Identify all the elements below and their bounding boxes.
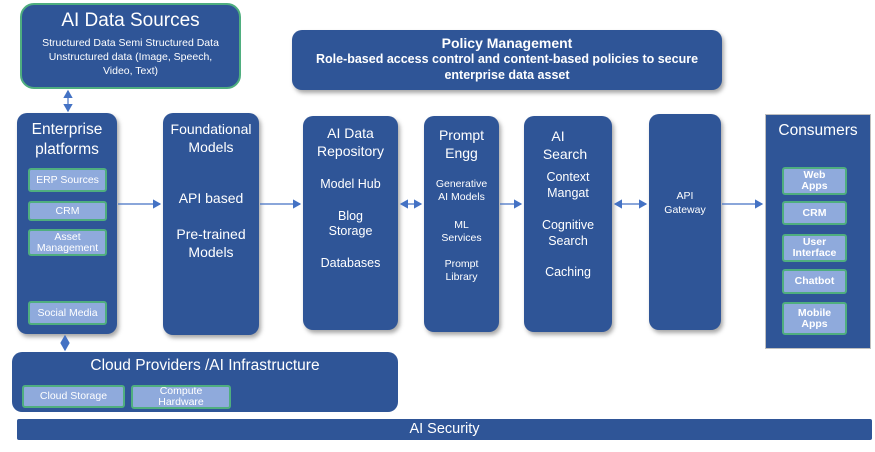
ai-data-sources-line3: Video, Text) <box>102 65 159 77</box>
ai-data-repository-title-2: Repository <box>317 143 384 159</box>
blog-storage-label-1: Blog <box>337 209 364 223</box>
pretrained-label-1: Pre-trained <box>176 226 246 242</box>
social-media-pill: Social Media <box>28 301 107 325</box>
cognitive-search-label-1: Cognitive <box>541 218 595 232</box>
enterprise-platforms-title-1: Enterprise <box>31 121 103 138</box>
web-apps-label-2: Apps <box>801 180 828 192</box>
cognitive-search-label-2: Search <box>548 234 588 248</box>
api-gateway-label-2: Gateway <box>664 204 706 216</box>
compute-hardware-pill: Compute Hardware <box>131 385 231 409</box>
policy-management-title: Policy Management <box>441 35 573 51</box>
ai-data-sources-line2: Unstructured data (Image, Speech, <box>48 51 213 63</box>
mobile-apps-label-2: Apps <box>801 317 828 330</box>
prompt-library-label-1: Prompt <box>444 258 479 270</box>
chatbot-pill: Chatbot <box>782 269 847 294</box>
ai-search-title-2: Search <box>542 146 588 162</box>
foundational-models-title-1: Foundational <box>170 121 252 137</box>
api-gateway-label-1: API <box>676 190 694 202</box>
blog-storage-label-2: Storage <box>328 224 373 238</box>
foundational-models-title-2: Models <box>188 139 234 155</box>
ai-data-sources-title: AI Data Sources <box>61 10 200 31</box>
ml-services-label-1: ML <box>454 219 469 231</box>
foundational-models-box: Foundational Models API based Pre-traine… <box>163 113 259 335</box>
compute-hardware-label-1: Compute <box>159 385 203 397</box>
mobile-apps-label-1: Mobile <box>797 306 832 319</box>
cloud-providers-title: Cloud Providers /AI Infrastructure <box>90 357 320 374</box>
ai-security-title: AI Security <box>409 421 480 437</box>
ai-data-sources-line1: Structured Data Semi Structured Data <box>42 37 219 49</box>
enterprise-platforms-title-2: platforms <box>35 141 99 158</box>
mobile-apps-pill: Mobile Apps <box>782 302 847 335</box>
prompt-engg-title-1: Prompt <box>438 127 485 143</box>
web-apps-pill: Web Apps <box>782 167 847 195</box>
enterprise-platforms-box: Enterprise platforms <box>17 113 117 334</box>
pretrained-label-2: Models <box>188 244 234 260</box>
crm-pill: CRM <box>28 201 107 221</box>
context-mangat-label-2: Mangat <box>547 186 589 200</box>
web-apps-label-1: Web <box>803 169 826 181</box>
consumers-title: Consumers <box>778 122 858 139</box>
ai-data-repository-box: AI Data Repository Model Hub Blog Storag… <box>303 116 398 330</box>
ai-search-box: AI Search Context Mangat Cognitive Searc… <box>524 116 612 332</box>
compute-hardware-label-2: Hardware <box>158 396 204 408</box>
generative-ai-models-label-2: AI Models <box>438 191 485 203</box>
prompt-engg-box: Prompt Engg Generative AI Models ML Serv… <box>424 116 499 332</box>
cloud-storage-pill: Cloud Storage <box>22 385 125 408</box>
model-hub-label: Model Hub <box>320 177 381 191</box>
ai-search-title-1: AI <box>551 128 565 144</box>
databases-label: Databases <box>320 256 381 270</box>
api-gateway-box: API Gateway <box>649 114 721 330</box>
caching-label: Caching <box>545 265 591 279</box>
erp-sources-pill: ERP Sources <box>28 168 107 192</box>
ai-data-sources-box: AI Data Sources Structured Data Semi Str… <box>20 3 241 89</box>
ml-services-label-2: Services <box>441 232 482 244</box>
prompt-engg-title-2: Engg <box>445 145 478 161</box>
user-interface-pill: User Interface <box>782 234 847 262</box>
ai-data-repository-title-1: AI Data <box>327 125 374 141</box>
chatbot-label: Chatbot <box>794 275 835 287</box>
user-interface-label-2: Interface <box>792 247 837 259</box>
consumer-crm-pill: CRM <box>782 201 847 225</box>
user-interface-label-1: User <box>802 236 827 248</box>
policy-management-line2: enterprise data asset <box>444 68 570 82</box>
ai-security-bar: AI Security <box>17 419 872 440</box>
generative-ai-models-label-1: Generative <box>435 178 488 190</box>
policy-management-box: Policy Management Role-based access cont… <box>292 30 722 90</box>
context-mangat-label-1: Context <box>546 170 590 184</box>
prompt-library-label-2: Library <box>445 271 478 283</box>
policy-management-line1: Role-based access control and content-ba… <box>315 52 699 66</box>
api-based-label: API based <box>178 190 244 206</box>
asset-management-pill: Asset Management <box>28 229 107 256</box>
consumer-crm-label: CRM <box>802 206 827 219</box>
